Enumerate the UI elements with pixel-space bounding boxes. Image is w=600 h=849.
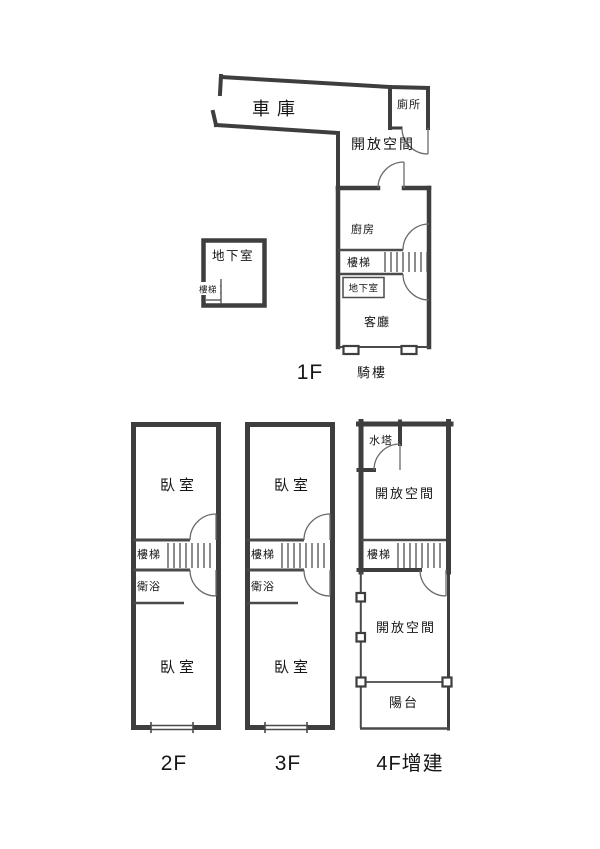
basement-access-box (342, 276, 385, 299)
water-tank-label: 水塔 (369, 434, 393, 447)
garage-top-wall (218, 74, 431, 91)
floor3-window (264, 722, 308, 733)
balcony-post-right (441, 676, 453, 688)
basement-label: 地下室 (212, 248, 254, 263)
floor2-door-arc-a (189, 513, 217, 541)
floor2-plan: 臥室 樓梯 衛浴 臥室 2F (131, 422, 221, 775)
floor2-stair-treads (167, 543, 211, 568)
basement-plan: 地下室 樓梯 (196, 238, 267, 308)
floor3-label: 3F (275, 752, 302, 775)
kitchen-door-arc (402, 223, 430, 251)
floor3-bedroom-bottom-label: 臥室 (274, 659, 312, 676)
stairs-1f-label: 樓梯 (347, 255, 371, 269)
floor2-bedroom-bottom-label: 臥室 (160, 659, 198, 676)
floor3-outline (245, 422, 335, 730)
floor3-bathroom-label: 衛浴 (251, 580, 275, 593)
floor3-stair-treads (281, 543, 325, 568)
floor4-stair-treads (397, 543, 441, 568)
floor3-stairs-label: 樓梯 (251, 547, 275, 561)
arcade-column-right (400, 344, 418, 356)
open-space-1f-label: 開放空間 (351, 136, 415, 152)
basement-outline (201, 238, 267, 308)
arcade-label: 騎樓 (357, 365, 387, 380)
balcony-post-left (355, 676, 367, 688)
floor2-stairs-label: 樓梯 (137, 547, 161, 561)
stair-treads-1f (384, 252, 428, 272)
garage-label: 車庫 (252, 99, 302, 119)
floor4-plan: 水塔 開放空間 樓梯 開放空間 陽台 4F增建 (355, 419, 454, 775)
floor4-open-space-bottom-label: 開放空間 (376, 620, 436, 635)
floor3-door-arc-b (303, 569, 331, 597)
floor1-plan: 車庫 廁所 開放空間 廚房 樓梯 地下室 (196, 73, 432, 384)
arcade-column-left (342, 344, 360, 356)
floor2-window (150, 722, 194, 733)
balcony-label: 陽台 (389, 695, 419, 710)
floor2-outline (131, 422, 221, 730)
floor2-door-arc-b (189, 569, 217, 597)
kitchen-label: 廚房 (351, 222, 375, 236)
floor4-door-arc (419, 569, 447, 597)
floor2-bedroom-top-label: 臥室 (160, 477, 198, 494)
floor4-post-left-2 (355, 631, 367, 643)
floor4-stairs-label: 樓梯 (367, 547, 391, 561)
basement-access-label: 地下室 (348, 283, 378, 295)
entry-door-arc (377, 161, 405, 189)
floor2-bathroom-label: 衛浴 (137, 580, 161, 593)
basement-stairs-label-bg (196, 282, 220, 295)
garage-left-stub-upper (217, 73, 224, 97)
hall-door-arc (402, 273, 430, 301)
floor4-post-left-1 (355, 591, 367, 603)
floor4-open-space-top-label: 開放空間 (375, 486, 435, 501)
floor3-plan: 臥室 樓梯 衛浴 臥室 3F (245, 422, 335, 775)
floor1-label: 1F (297, 361, 324, 384)
floor3-door-arc-a (303, 513, 331, 541)
toilet-door-arc (401, 127, 429, 155)
floor3-bedroom-top-label: 臥室 (274, 477, 312, 494)
garage-bottom-wall (213, 122, 340, 190)
toilet-label: 廁所 (397, 97, 421, 111)
floor2-label: 2F (161, 752, 188, 775)
floor4-label: 4F增建 (376, 752, 443, 775)
water-tank-door-arc (373, 443, 401, 471)
garage-left-stub-lower (210, 109, 219, 128)
basement-stairs-label: 樓梯 (199, 285, 217, 295)
living-room-label: 客廳 (364, 314, 390, 329)
